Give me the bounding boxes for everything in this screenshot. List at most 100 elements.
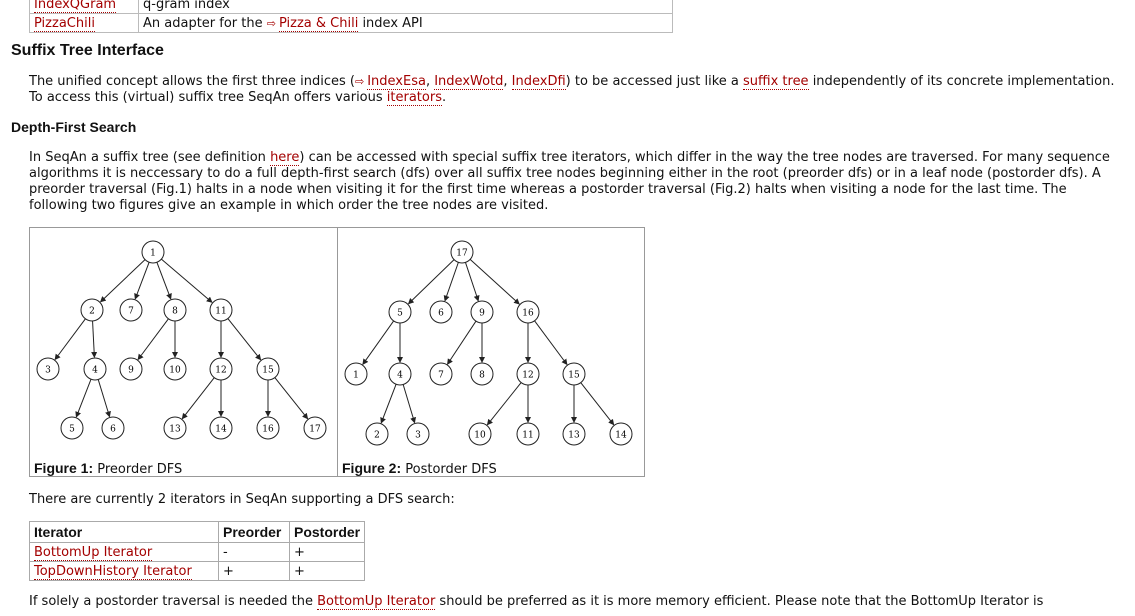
tree-edge [380,384,397,424]
iterator-name-cell[interactable]: TopDownHistory Iterator [29,561,219,581]
tree-node [101,416,125,440]
tree-edge [443,262,459,302]
figure-caption: Figure 2: Postorder DFS [342,460,497,477]
tree-node-label: 10 [474,431,486,441]
tree-edge [161,258,213,303]
tree-node [468,422,492,446]
index-table: IndexQGram q-gram index PizzaChili An ad… [29,0,673,33]
tree-node [406,422,430,446]
tree-edge [469,259,520,305]
tree-node [470,362,494,386]
tree-node-label: 7 [438,371,444,381]
tree-node-label: 4 [397,371,403,381]
table-row: PizzaChili An adapter for the ⇨Pizza & C… [29,13,673,33]
tree-node-label: 3 [45,366,51,376]
tree-node [83,357,107,381]
tree-node [141,240,165,264]
iterators-intro: There are currently 2 iterators in SeqAn… [29,492,455,507]
tree-node [209,357,233,381]
topdownhistory-iterator-link[interactable]: TopDownHistory Iterator [34,563,192,580]
tree-node [470,300,494,324]
tree-edge [534,320,568,366]
tree-node [256,357,280,381]
index-name-cell[interactable]: IndexQGram [29,0,139,14]
tree-node-label: 11 [522,431,533,441]
tree-edge [580,382,615,426]
tree-node [303,416,327,440]
tree-edge [97,379,111,418]
tree-node-label: 11 [215,307,226,317]
iterator-table: Iterator Preorder Postorder BottomUp Ite… [29,521,366,581]
bottomup-iterator-link[interactable]: BottomUp Iterator [34,544,153,561]
tree-node [80,298,104,322]
tree-node-label: 9 [128,366,134,376]
tree-node-label: 2 [374,431,380,441]
tree-edge [407,259,455,305]
tree-edge [75,379,92,418]
tree-node [256,416,280,440]
table-row: TopDownHistory Iterator + + [29,561,366,581]
tree-edge [274,377,309,420]
tree-node-label: 7 [128,307,134,317]
tree-node-label: 10 [169,366,181,376]
tree-node [562,362,586,386]
preorder-cell: + [218,561,290,581]
last-paragraph: If solely a postorder traversal is neede… [29,594,1044,610]
tree-node [609,422,633,446]
tree-node-label: 8 [479,371,485,381]
tree-node [388,300,412,324]
pizza-chili-link[interactable]: Pizza & Chili [278,15,359,32]
tree-node-label: 2 [89,307,95,317]
tree-edge [156,262,172,300]
tree-edge [54,318,86,361]
here-link[interactable]: here [270,150,300,166]
index-desc-cell: q-gram index [138,0,673,14]
tree-node [344,362,368,386]
tree-node-label: 17 [456,249,468,259]
section-title: Suffix Tree Interface [11,42,164,59]
index-desc-cell: An adapter for the ⇨Pizza & Chili index … [138,13,673,33]
external-link-icon: ⇨ [354,75,365,88]
dfs-paragraph: In SeqAn a suffix tree (see definition h… [29,150,1110,213]
tree-node-label: 6 [110,425,116,435]
postorder-cell: + [288,561,366,581]
tree-node-label: 1 [150,249,156,259]
postorder-cell: + [288,542,366,562]
external-link-icon: ⇨ [266,16,276,30]
indexwotd-link[interactable]: IndexWotd [434,74,504,90]
tree-node [388,362,412,386]
iterators-link[interactable]: iterators [386,90,442,106]
index-name-cell[interactable]: PizzaChili [29,13,139,33]
tree-node-label: 16 [262,425,274,435]
tree-node [562,422,586,446]
tree-node-label: 1 [353,371,359,381]
suffix-tree-link[interactable]: suffix tree [743,74,809,90]
iterator-name-cell[interactable]: BottomUp Iterator [29,542,219,562]
indexesa-link[interactable]: IndexEsa [367,74,426,90]
tree-node [429,300,453,324]
tree-node [60,416,84,440]
pizzachili-link[interactable]: PizzaChili [34,15,95,32]
tree-node-label: 12 [522,371,533,381]
figure-caption: Figure 1: Preorder DFS [34,460,183,477]
subsection-title: Depth-First Search [11,119,137,135]
indexdfi-link[interactable]: IndexDfi [511,74,566,90]
tree-node-label: 14 [615,431,627,441]
tree-node [163,298,187,322]
tree-node-label: 9 [479,309,485,319]
tree-node [365,422,389,446]
tree-node [119,298,143,322]
tree-node-label: 15 [568,371,580,381]
tree-node [429,362,453,386]
tree-node [163,357,187,381]
tree-node [36,357,60,381]
col-header-preorder: Preorder [218,521,290,543]
tree-edge [227,318,262,361]
table-row: IndexQGram q-gram index [29,0,673,14]
tree-node-label: 13 [568,431,580,441]
bottomup-iterator-link[interactable]: BottomUp Iterator [317,594,436,610]
